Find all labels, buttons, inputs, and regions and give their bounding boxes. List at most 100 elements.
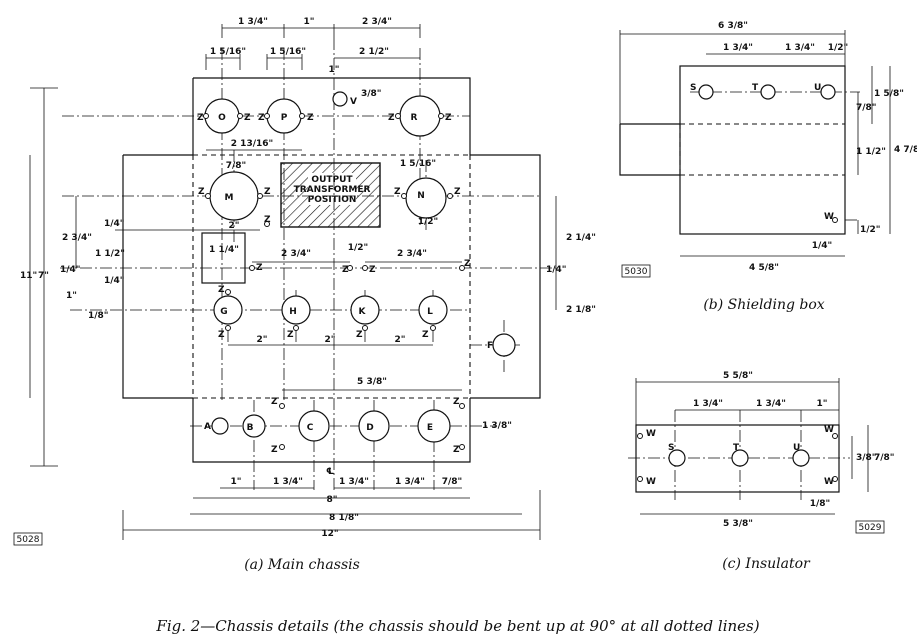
svg-text:2 3/4": 2 3/4" — [397, 249, 427, 259]
z-labels: Z Z Z Z Z Z Z Z Z Z Z Z Z Z Z Z Z Z Z Z … — [197, 113, 471, 455]
hole-O: O — [218, 113, 226, 123]
svg-text:7/8": 7/8" — [874, 453, 895, 463]
svg-text:1 5/16": 1 5/16" — [270, 47, 306, 57]
svg-text:Z: Z — [453, 397, 460, 407]
svg-text:1 5/16": 1 5/16" — [400, 159, 436, 169]
hole-S-box: S — [690, 83, 696, 93]
svg-text:1/2": 1/2" — [418, 217, 439, 227]
svg-text:Z: Z — [271, 397, 278, 407]
svg-text:1 3/4": 1 3/4" — [339, 477, 369, 487]
svg-text:2": 2" — [395, 335, 406, 345]
hole-G: G — [220, 307, 227, 317]
svg-text:1 3/4": 1 3/4" — [693, 399, 723, 409]
transformer-label-3: POSITION — [308, 195, 357, 205]
svg-text:1/4": 1/4" — [104, 219, 125, 229]
z-fixings — [203, 113, 465, 450]
svg-text:1 1/2": 1 1/2" — [856, 147, 886, 157]
svg-text:4 5/8": 4 5/8" — [749, 263, 779, 273]
hole-S-ins: S — [668, 443, 674, 453]
svg-text:1": 1" — [329, 65, 340, 75]
svg-text:8": 8" — [327, 495, 338, 505]
svg-text:1/4": 1/4" — [60, 265, 81, 275]
svg-text:Z: Z — [454, 187, 461, 197]
ref-5028: 5028 — [17, 535, 40, 545]
caption-shielding-box: (b) Shielding box — [703, 297, 824, 313]
svg-text:7/8": 7/8" — [442, 477, 463, 487]
svg-text:3/8": 3/8" — [361, 89, 382, 99]
svg-text:1": 1" — [304, 17, 315, 27]
transformer-label-2: TRANSFORMER — [294, 185, 371, 195]
hole-D: D — [366, 423, 373, 433]
ref-5029: 5029 — [859, 523, 882, 533]
svg-text:5 5/8": 5 5/8" — [723, 371, 753, 381]
svg-text:W: W — [646, 477, 656, 487]
svg-text:1 1/4": 1 1/4" — [209, 245, 239, 255]
svg-text:Z: Z — [256, 263, 263, 273]
svg-text:2": 2" — [229, 221, 240, 231]
svg-text:Z: Z — [287, 330, 294, 340]
svg-text:1/4": 1/4" — [546, 265, 567, 275]
svg-text:1/8": 1/8" — [88, 311, 109, 321]
svg-text:Z: Z — [464, 259, 471, 269]
main-chassis: OUTPUT TRANSFORMER POSITION O P R V — [13, 17, 596, 573]
svg-text:Z: Z — [342, 265, 349, 275]
hole-C: C — [307, 423, 314, 433]
svg-text:2 13/16": 2 13/16" — [231, 139, 273, 149]
hole-F: F — [487, 341, 493, 351]
svg-text:2 1/2": 2 1/2" — [359, 47, 389, 57]
svg-text:1/8": 1/8" — [810, 499, 831, 509]
svg-text:12": 12" — [321, 529, 338, 539]
svg-text:Z: Z — [271, 445, 278, 455]
svg-text:3/8": 3/8" — [856, 453, 877, 463]
shielding-box: S T U W 6 3/8" 1 3/4" 1 3/4" 1/2" 1 5/8"… — [619, 21, 917, 313]
svg-text:1/4": 1/4" — [104, 276, 125, 286]
hole-L: L — [427, 307, 433, 317]
svg-text:Z: Z — [369, 265, 376, 275]
hole-R: R — [411, 113, 418, 123]
svg-text:1 3/4": 1 3/4" — [395, 477, 425, 487]
caption-insulator: (c) Insulator — [722, 556, 811, 572]
svg-text:1/2": 1/2" — [860, 225, 881, 235]
svg-text:Z: Z — [307, 113, 314, 123]
centre-mark: ℄ — [326, 467, 334, 477]
svg-text:6 3/8": 6 3/8" — [718, 21, 748, 31]
svg-text:Z: Z — [445, 113, 452, 123]
svg-text:1 3/4": 1 3/4" — [723, 43, 753, 53]
insulator: W S T U W W W 5 5/8" 1 3/4" 1 3/4" 1" 3/… — [628, 371, 895, 572]
svg-text:1/2": 1/2" — [828, 43, 849, 53]
svg-text:W: W — [824, 425, 834, 435]
hole-T-ins: T — [733, 443, 740, 453]
hole-T-box: T — [752, 83, 759, 93]
hole-B: B — [247, 423, 254, 433]
svg-text:7/8": 7/8" — [856, 103, 877, 113]
svg-text:1 3/4": 1 3/4" — [273, 477, 303, 487]
svg-text:Z: Z — [394, 187, 401, 197]
svg-text:1 3/4": 1 3/4" — [238, 17, 268, 27]
svg-text:1/4": 1/4" — [812, 241, 833, 251]
hole-M: M — [225, 193, 234, 203]
svg-text:Z: Z — [453, 445, 460, 455]
hole-U-ins: U — [793, 443, 800, 453]
svg-text:1 3/4": 1 3/4" — [785, 43, 815, 53]
svg-text:1 1/2": 1 1/2" — [95, 249, 125, 259]
svg-text:1 5/16": 1 5/16" — [210, 47, 246, 57]
svg-text:2 1/8": 2 1/8" — [566, 305, 596, 315]
svg-text:2 3/4": 2 3/4" — [281, 249, 311, 259]
svg-text:7/8": 7/8" — [226, 161, 247, 171]
svg-text:11": 11" — [20, 271, 37, 281]
hole-P: P — [281, 113, 288, 123]
svg-text:1": 1" — [66, 291, 77, 301]
svg-text:5 3/8": 5 3/8" — [357, 377, 387, 387]
hole-A: A — [204, 422, 211, 432]
svg-text:4 7/8": 4 7/8" — [894, 145, 917, 155]
hole-E: E — [427, 423, 433, 433]
hole-K: K — [359, 307, 367, 317]
svg-text:2 3/4": 2 3/4" — [362, 17, 392, 27]
svg-text:Z: Z — [197, 113, 204, 123]
svg-text:Z: Z — [264, 187, 271, 197]
svg-text:7": 7" — [38, 271, 49, 281]
figure-caption: Fig. 2—Chassis details (the chassis shou… — [155, 617, 759, 635]
caption-main-chassis: (a) Main chassis — [244, 557, 360, 573]
svg-text:Z: Z — [244, 113, 251, 123]
